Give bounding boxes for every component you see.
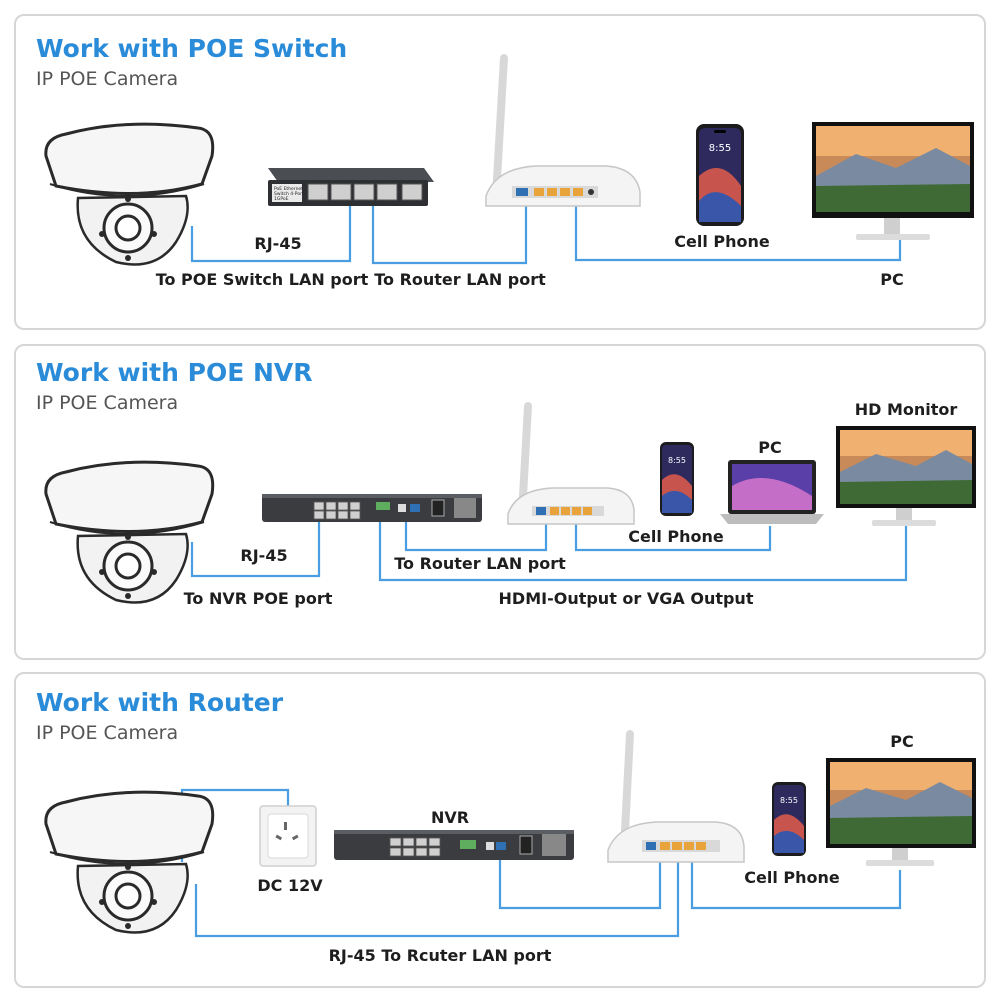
dome-camera-icon [44, 122, 215, 266]
label-pc: PC [758, 438, 782, 457]
label-to-poe-switch: To POE Switch LAN port [155, 270, 369, 289]
panel-title: Work with POE NVR [36, 358, 313, 387]
cable-router-to-pc [574, 514, 772, 552]
cable-router-to-pc [574, 201, 902, 262]
label-to-router-lan: To Router LAN port [374, 270, 546, 289]
panel-poe-switch: Work with POE Switch IP POE Camera [14, 14, 986, 330]
phone-clock: 8:55 [780, 796, 798, 805]
label-cell-phone: Cell Phone [744, 868, 840, 887]
panel-title: Work with Router [36, 688, 284, 717]
label-dc12v: DC 12V [257, 876, 323, 895]
cables [190, 201, 902, 265]
power-outlet-icon [259, 805, 317, 867]
label-rj45-router: RJ-45 To Rcuter LAN port [328, 946, 552, 965]
cable-router-to-pc [690, 850, 902, 910]
cable-camera-to-router [194, 850, 680, 938]
router-icon [607, 730, 745, 863]
panel-router: Work with Router IP POE Camera [14, 672, 986, 988]
switch-text-2: Switch 4-Port [274, 191, 304, 197]
nvr-icon [334, 830, 574, 860]
cable-nvr-to-router [498, 850, 662, 910]
cable-camera-to-nvr [190, 516, 321, 578]
label-to-nvr-poe: To NVR POE port [183, 589, 333, 608]
label-hdmi-vga: HDMI-Output or VGA Output [498, 589, 754, 608]
label-pc: PC [880, 270, 904, 289]
poe-switch-icon: PoE Ethernet Switch 4-Port 1GPoE [268, 168, 434, 206]
hd-monitor-icon [836, 426, 976, 526]
panel-poe-nvr: Work with POE NVR IP POE Camera [14, 344, 986, 660]
phone-clock: 8:55 [709, 143, 731, 154]
label-rj45: RJ-45 [254, 234, 302, 253]
cell-phone-icon: 8:55 [660, 442, 694, 516]
pc-monitor-icon [826, 758, 976, 866]
poe-nvr-diagram: 8:55 [44, 402, 976, 604]
dome-camera-icon [44, 790, 215, 934]
label-to-router-lan: To Router LAN port [394, 554, 566, 573]
label-cell-phone: Cell Phone [674, 232, 770, 251]
cable-camera-to-switch [190, 201, 352, 263]
router-diagram: 8:55 [44, 730, 976, 938]
panel-subtitle: IP POE Camera [36, 68, 179, 90]
pc-monitor-icon [812, 122, 974, 240]
panel-subtitle: IP POE Camera [36, 722, 179, 744]
cable-nvr-to-router [404, 514, 548, 552]
phone-clock: 8:55 [668, 456, 686, 465]
label-pc: PC [890, 732, 914, 751]
cell-phone-icon: 8:55 [772, 782, 806, 856]
label-rj45: RJ-45 [240, 546, 288, 565]
panel-title: Work with POE Switch [36, 34, 348, 63]
router-icon [507, 402, 635, 525]
poe-switch-diagram: PoE Ethernet Switch 4-Port 1GPoE 8:55 [44, 54, 974, 266]
cable-nvr-to-monitor [378, 516, 908, 582]
cell-phone-icon: 8:55 [696, 124, 744, 226]
panel-subtitle: IP POE Camera [36, 392, 179, 414]
label-hd-monitor: HD Monitor [854, 400, 958, 419]
router-icon [485, 54, 641, 207]
cable-switch-to-router [371, 201, 528, 265]
laptop-pc-icon [720, 460, 824, 524]
label-nvr: NVR [430, 808, 470, 827]
label-cell-phone: Cell Phone [628, 527, 724, 546]
switch-text-3: 1GPoE [274, 196, 289, 202]
cables [180, 788, 902, 938]
nvr-icon [262, 494, 482, 522]
switch-text-1: PoE Ethernet [274, 186, 303, 192]
dome-camera-icon [44, 460, 215, 604]
cables [190, 514, 908, 582]
